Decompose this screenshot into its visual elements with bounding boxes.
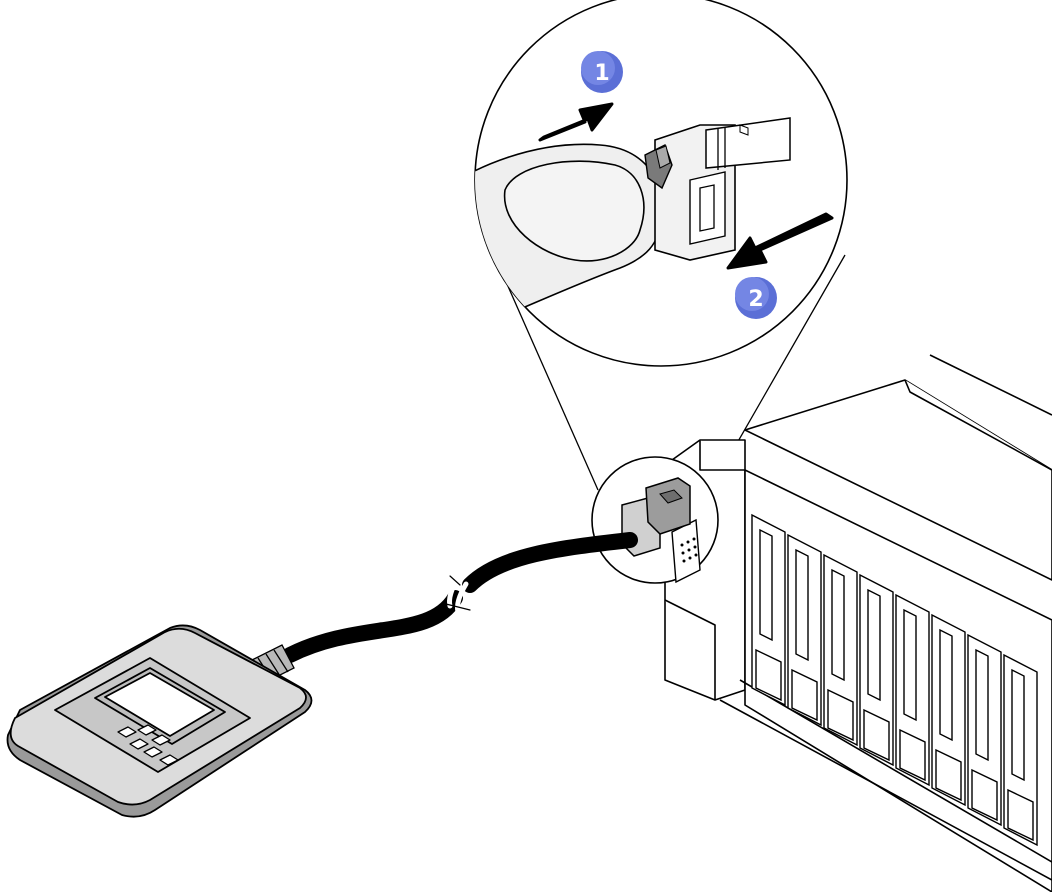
detail-circle [591, 456, 719, 584]
handset-buttons [117, 724, 179, 766]
drive-bay [787, 533, 822, 727]
callout-2: 2 [735, 277, 777, 319]
cable [282, 532, 638, 663]
drive-bay [751, 513, 786, 707]
drive-bay [931, 613, 966, 807]
drive-bays [751, 513, 1038, 847]
pull-arrow-icon [726, 212, 834, 270]
fingernail [503, 160, 645, 262]
drive-bay [967, 633, 1002, 827]
drive-bay [1003, 653, 1038, 847]
callout-1: 1 [581, 51, 623, 93]
drive-bay [859, 573, 894, 767]
push-arrow-icon [538, 102, 614, 142]
callout-2-number: 2 [748, 287, 763, 312]
drive-bay [823, 553, 858, 747]
magnified-view [474, 0, 848, 367]
lcd-diagnostic-handset [6, 624, 313, 818]
callout-1-number: 1 [594, 61, 609, 86]
drive-bay [895, 593, 930, 787]
